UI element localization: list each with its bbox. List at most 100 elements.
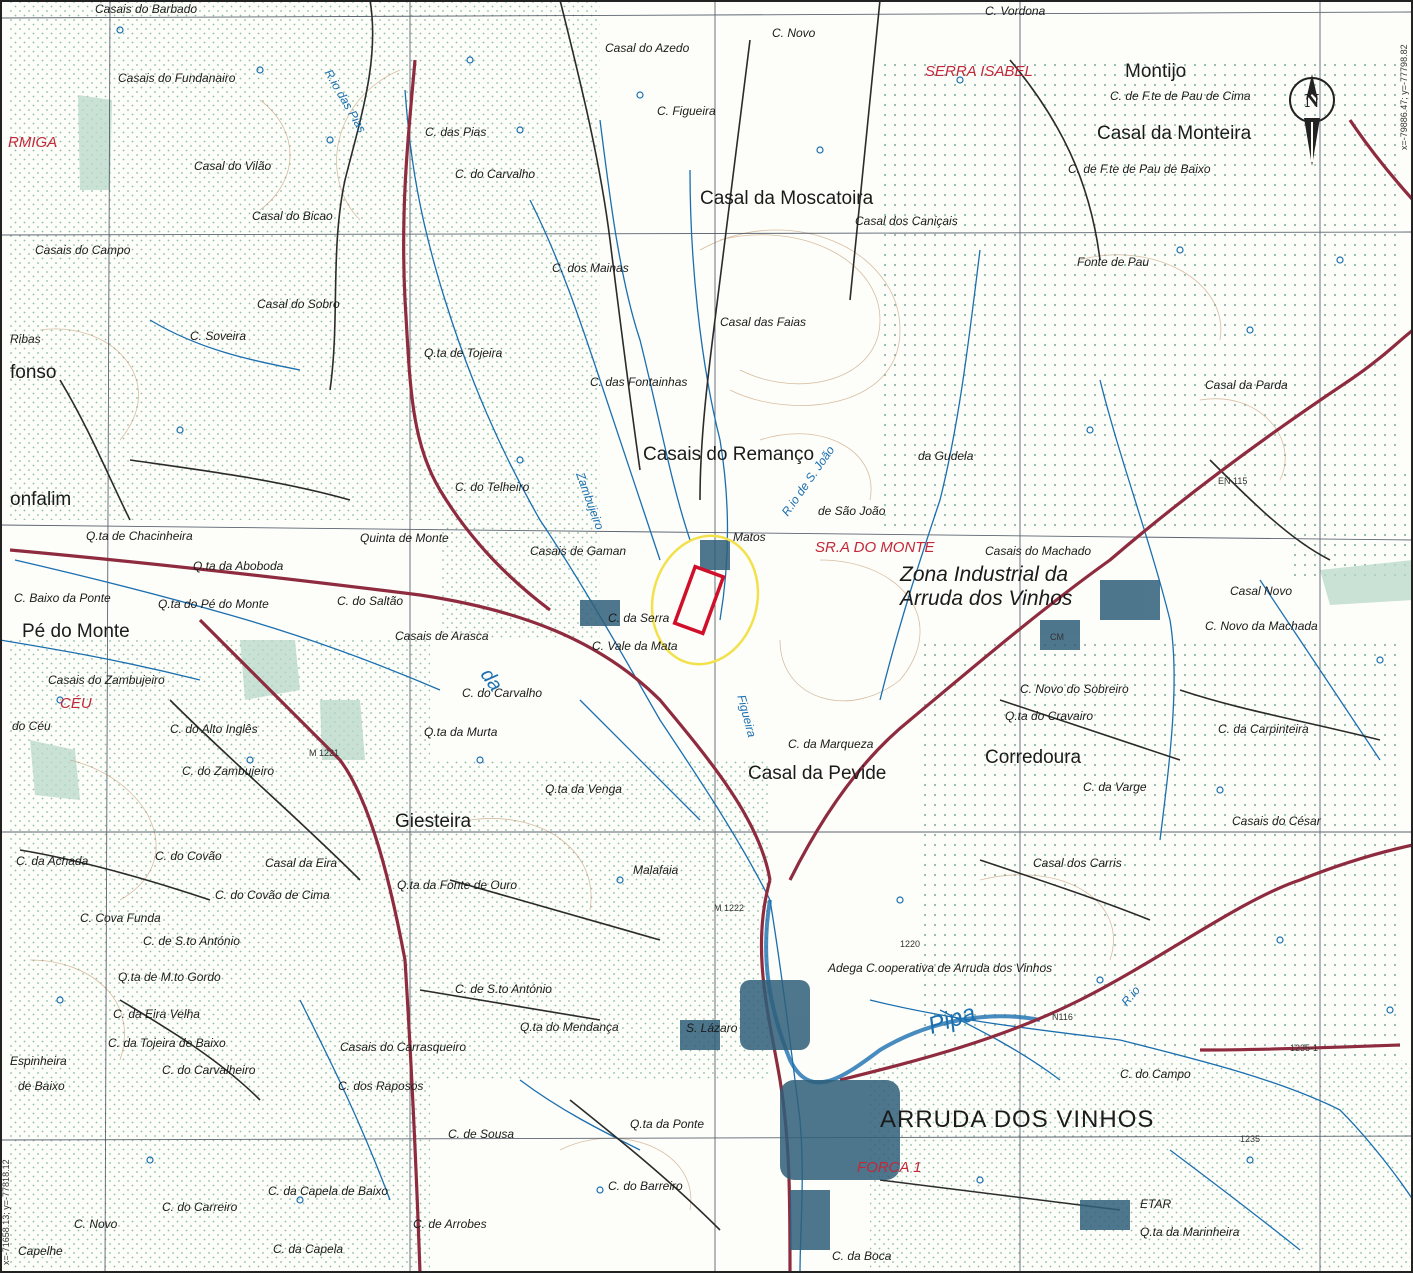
label-giesteira: Giesteira [395, 811, 472, 832]
label-casal-do-vilao: Casal do Vilão [194, 159, 272, 173]
label-do-ceu: do Céu [12, 719, 51, 733]
label-c-de-sousa: C. de Sousa [448, 1127, 515, 1141]
label-c-do-carreiro: C. do Carreiro [162, 1200, 238, 1214]
label-casais-do-zambujeiro: Casais do Zambujeiro [48, 673, 165, 687]
label-c-cova-funda: C. Cova Funda [80, 911, 161, 925]
road-south [759, 879, 792, 1273]
label-casais-de-arasca: Casais de Arasca [395, 629, 489, 643]
road-ref-m1222: M 1222 [714, 903, 745, 913]
label-casais-do-barbado: Casais do Barbado [95, 2, 198, 16]
label-c-soveira: C. Soveira [190, 329, 247, 343]
label-c-da-capela-de-baixo: C. da Capela de Baixo [268, 1184, 389, 1198]
site-highlight-ellipse [650, 534, 760, 666]
label-qta-da-aboboda: Q.ta da Aboboda [193, 559, 284, 573]
label-c-do-telheiro: C. do Telheiro [455, 480, 530, 494]
road-southeast [839, 843, 1413, 1082]
road-ne [1348, 119, 1413, 202]
road-ref-en115: EN 115 [1218, 476, 1248, 486]
label-c-de-arrobes: C. de Arrobes [413, 1217, 487, 1231]
label-qta-do-mendanca: Q.ta do Mendança [520, 1020, 619, 1034]
label-casais-do-remanco: Casais do Remanço [643, 444, 815, 465]
label-malafaia: Malafaia [633, 863, 679, 877]
label-casais-de-gaman: Casais de Gaman [530, 544, 627, 558]
label-espinheira: Espinheira [10, 1054, 67, 1068]
label-arruda-dos-vinhos: ARRUDA DOS VINHOS [880, 1106, 1155, 1133]
label-c-das-pias: C. das Pias [425, 125, 487, 139]
label-onfalim: onfalim [10, 489, 72, 510]
label-qta-da-venga: Q.ta da Venga [545, 782, 622, 796]
label-qta-do-cravairo: Q.ta do Cravairo [1005, 709, 1094, 723]
label-c-novo-top: C. Novo [772, 26, 816, 40]
label-fonte-de-pau: Fonte de Pau [1077, 255, 1150, 269]
label-da-gudela: da Gudela [918, 449, 974, 463]
label-c-novo-da-machada: C. Novo da Machada [1205, 619, 1318, 633]
road-ref-m1221: M 1221 [309, 748, 340, 758]
road-en115 [9, 548, 772, 881]
label-qta-da-ponte: Q.ta da Ponte [630, 1117, 705, 1131]
road-ref-1235: 1235 [1240, 1134, 1261, 1144]
site-highlight-rectangle [672, 564, 726, 636]
label-corredoura: Corredoura [985, 747, 1082, 768]
label-c-do-campo: C. do Campo [1120, 1067, 1191, 1081]
main-roads [9, 59, 1413, 1273]
edge-coordinate-top-right: x=-79886.47; y=-77798.82 [1399, 44, 1409, 150]
label-c-da-tojeira-de-baixo: C. da Tojeira de Baixo [108, 1036, 226, 1050]
label-c-da-boca: C. da Boca [832, 1249, 892, 1263]
label-de-baixo: de Baixo [18, 1079, 65, 1093]
label-ermiga: RMIGA [8, 134, 58, 151]
label-qta-de-chacinheira: Q.ta de Chacinheira [86, 529, 193, 543]
label-c-de-fte-de-pau-de-cima: C. de F.te de Pau de Cima [1110, 89, 1251, 103]
label-casal-dos-canicais: Casal dos Caniçais [855, 214, 958, 228]
label-c-das-fontainhas: C. das Fontainhas [590, 375, 688, 389]
road-northsouth [402, 59, 551, 612]
label-c-do-covao: C. do Covão [155, 849, 222, 863]
road-ref-cm: CM [1050, 632, 1064, 642]
label-qta-da-marinheira: Q.ta da Marinheira [1140, 1225, 1240, 1239]
label-adega: Adega C.ooperativa de Arruda dos Vinhos [828, 961, 1053, 975]
compass-letter: N [1305, 90, 1320, 112]
label-casal-da-pevide: Casal da Pevide [748, 763, 887, 784]
label-c-dos-mainas: C. dos Mainas [552, 261, 629, 275]
label-c-do-zambujeiro: C. do Zambujeiro [182, 764, 275, 778]
label-casal-da-eira: Casal da Eira [265, 856, 338, 870]
label-etar: ETAR [1140, 1197, 1172, 1211]
edge-coordinate-left: x=-71658.13; y=-77818.12 [1, 1159, 11, 1265]
label-qta-da-fonte-de-ouro: Q.ta da Fonte de Ouro [397, 878, 518, 892]
label-c-da-achada: C. da Achada [16, 854, 89, 868]
label-qta-de-mto-gordo: Q.ta de M.to Gordo [118, 970, 221, 984]
open-fields [30, 95, 1413, 800]
road-ref-1235-1: 1235-1 [1290, 1043, 1319, 1053]
label-ribas: Ribas [10, 332, 41, 346]
label-c-novo-do-sobreiro: C. Novo do Sobreiro [1020, 682, 1129, 696]
label-c-vordona: C. Vordona [985, 4, 1046, 18]
label-casais-do-fundanairo: Casais do Fundanairo [118, 71, 236, 85]
label-ceu: CÉU [60, 695, 92, 712]
label-montijo: Montijo [1125, 61, 1187, 82]
label-casal-do-bicao: Casal do Bicao [252, 209, 333, 223]
label-serra-isabel: SERRA ISABEL [925, 63, 1033, 80]
road-west [198, 618, 422, 1273]
label-qta-do-pe-do-monte: Q.ta do Pé do Monte [158, 597, 269, 611]
label-c-do-carvalho-top: C. do Carvalho [455, 167, 536, 181]
label-casal-da-moscatoira: Casal da Moscatoira [700, 188, 874, 209]
label-casal-da-monteira: Casal da Monteira [1097, 123, 1252, 144]
label-qta-da-murta: Q.ta da Murta [424, 725, 498, 739]
label-capelhe: Capelhe [18, 1244, 63, 1258]
label-c-do-barreiro: C. do Barreiro [608, 1179, 683, 1193]
label-sra-do-monte: SR.A DO MONTE [815, 539, 935, 556]
label-casais-do-machado: Casais do Machado [985, 544, 1092, 558]
label-matos: Matos [733, 530, 766, 544]
scattered-buildings [56, 26, 1394, 1204]
label-casal-novo: Casal Novo [1230, 584, 1293, 598]
label-c-da-marqueza: C. da Marqueza [788, 737, 874, 751]
label-c-baixo-da-ponte: C. Baixo da Ponte [14, 591, 111, 605]
road-ref-n116: N116 [1052, 1012, 1073, 1022]
label-c-da-serra: C. da Serra [608, 611, 670, 625]
secondary-roads [19, 0, 1381, 1231]
label-casais-do-cesar: Casais do César [1232, 814, 1321, 828]
label-c-de-sto-antonio-mid: C. de S.to António [455, 982, 552, 996]
label-forca-1: FORCA 1 [857, 1159, 922, 1176]
label-c-da-varge: C. da Varge [1083, 780, 1147, 794]
